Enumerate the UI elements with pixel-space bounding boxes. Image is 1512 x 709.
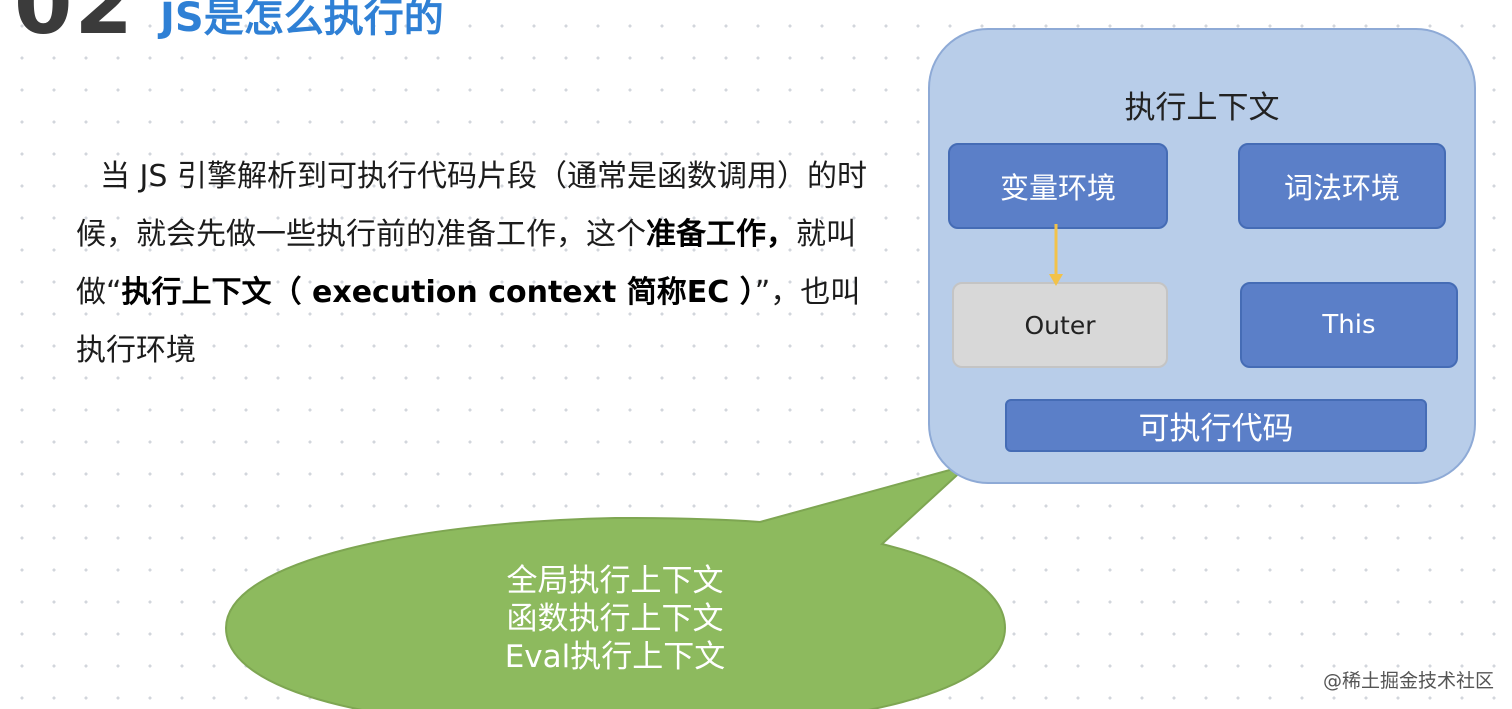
lexical-environment-box: 词法环境 [1238,143,1446,229]
intro-paragraph: 当 JS 引擎解析到可执行代码片段（通常是函数调用）的时候，就会先做一些执行前的… [76,148,876,380]
callout-line-eval: Eval执行上下文 [504,639,726,675]
slide-number: 02 [14,0,135,53]
this-box: This [1240,282,1458,368]
intro-bold-2: 执行上下文（ execution context 简称EC ） [121,275,755,310]
intro-text-2: 就叫做“ [76,217,856,310]
executable-code-box: 可执行代码 [1005,399,1427,452]
outer-box: Outer [952,282,1168,368]
variable-environment-box: 变量环境 [948,143,1168,229]
execution-context-title: 执行上下文 [1124,90,1280,126]
callout-line-function: 函数执行上下文 [506,601,724,637]
callout-line-global: 全局执行上下文 [506,563,724,599]
intro-text-1: 当 JS 引擎解析到可执行代码片段（通常是函数调用）的时候，就会先做一些执行前的… [76,159,867,252]
intro-bold-1: 准备工作， [646,217,796,252]
watermark: @稀土掘金技术社区 [1322,670,1494,692]
intro-text-3: ”，也叫执行环境 [76,275,861,368]
slide-title: JS是怎么执行的 [160,0,444,41]
callout-text: 全局执行上下文 函数执行上下文 Eval执行上下文 [420,562,810,676]
